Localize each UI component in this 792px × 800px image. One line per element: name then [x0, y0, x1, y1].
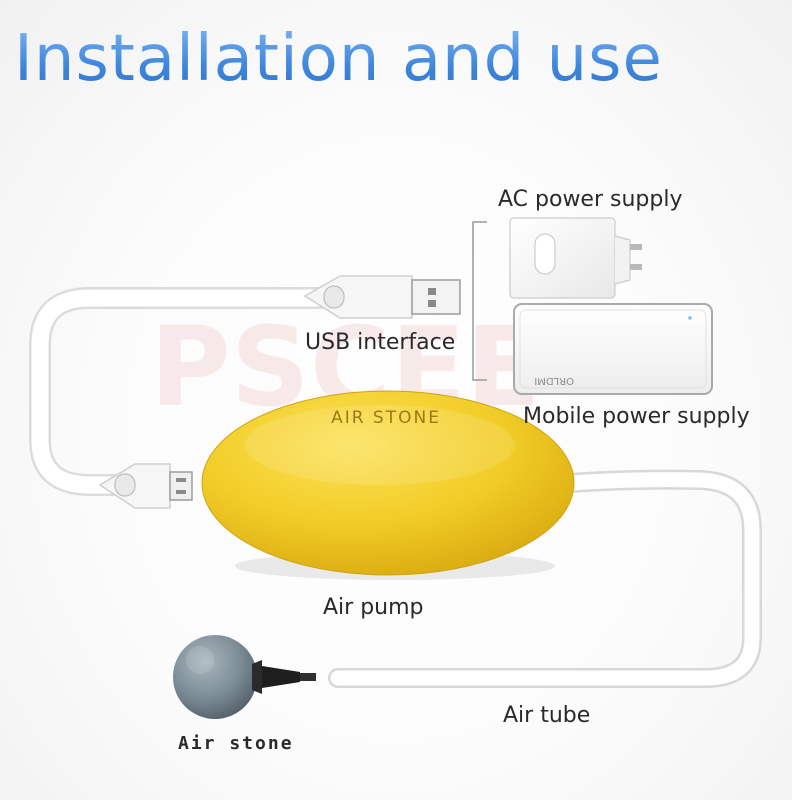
label-air-stone: Air stone — [178, 733, 294, 754]
air-pump: AIR STONE — [201, 390, 575, 580]
usb-a-plug — [303, 275, 461, 319]
label-air-tube: Air tube — [503, 703, 591, 728]
micro-usb-plug — [98, 463, 193, 509]
label-air-pump: Air pump — [323, 595, 424, 620]
air-stone-device — [173, 635, 316, 719]
supply-bracket — [472, 221, 487, 381]
usb-cable — [29, 287, 331, 496]
air-tube — [328, 469, 762, 688]
pump-embossed-label: AIR STONE — [331, 408, 441, 428]
label-mobile-power-supply: Mobile power supply — [523, 404, 750, 429]
power-bank: ORLDMI — [513, 303, 713, 395]
power-bank-logo: ORLDMI — [534, 375, 574, 386]
label-ac-power-supply: AC power supply — [498, 187, 683, 212]
ac-adapter — [509, 217, 642, 299]
page-title: Installation and use — [14, 22, 784, 96]
label-usb-interface: USB interface — [305, 330, 456, 355]
